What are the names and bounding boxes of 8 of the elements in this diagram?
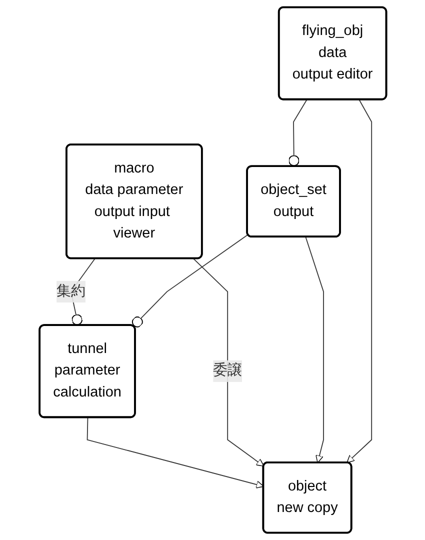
arrow [86, 417, 264, 488]
arrow [304, 236, 324, 464]
connector [288, 99, 307, 168]
arrow [346, 99, 372, 464]
arrow [192, 258, 264, 467]
edge-label: 集約 [56, 284, 86, 299]
connector [132, 234, 248, 328]
edge-label: 委譲 [212, 363, 242, 378]
